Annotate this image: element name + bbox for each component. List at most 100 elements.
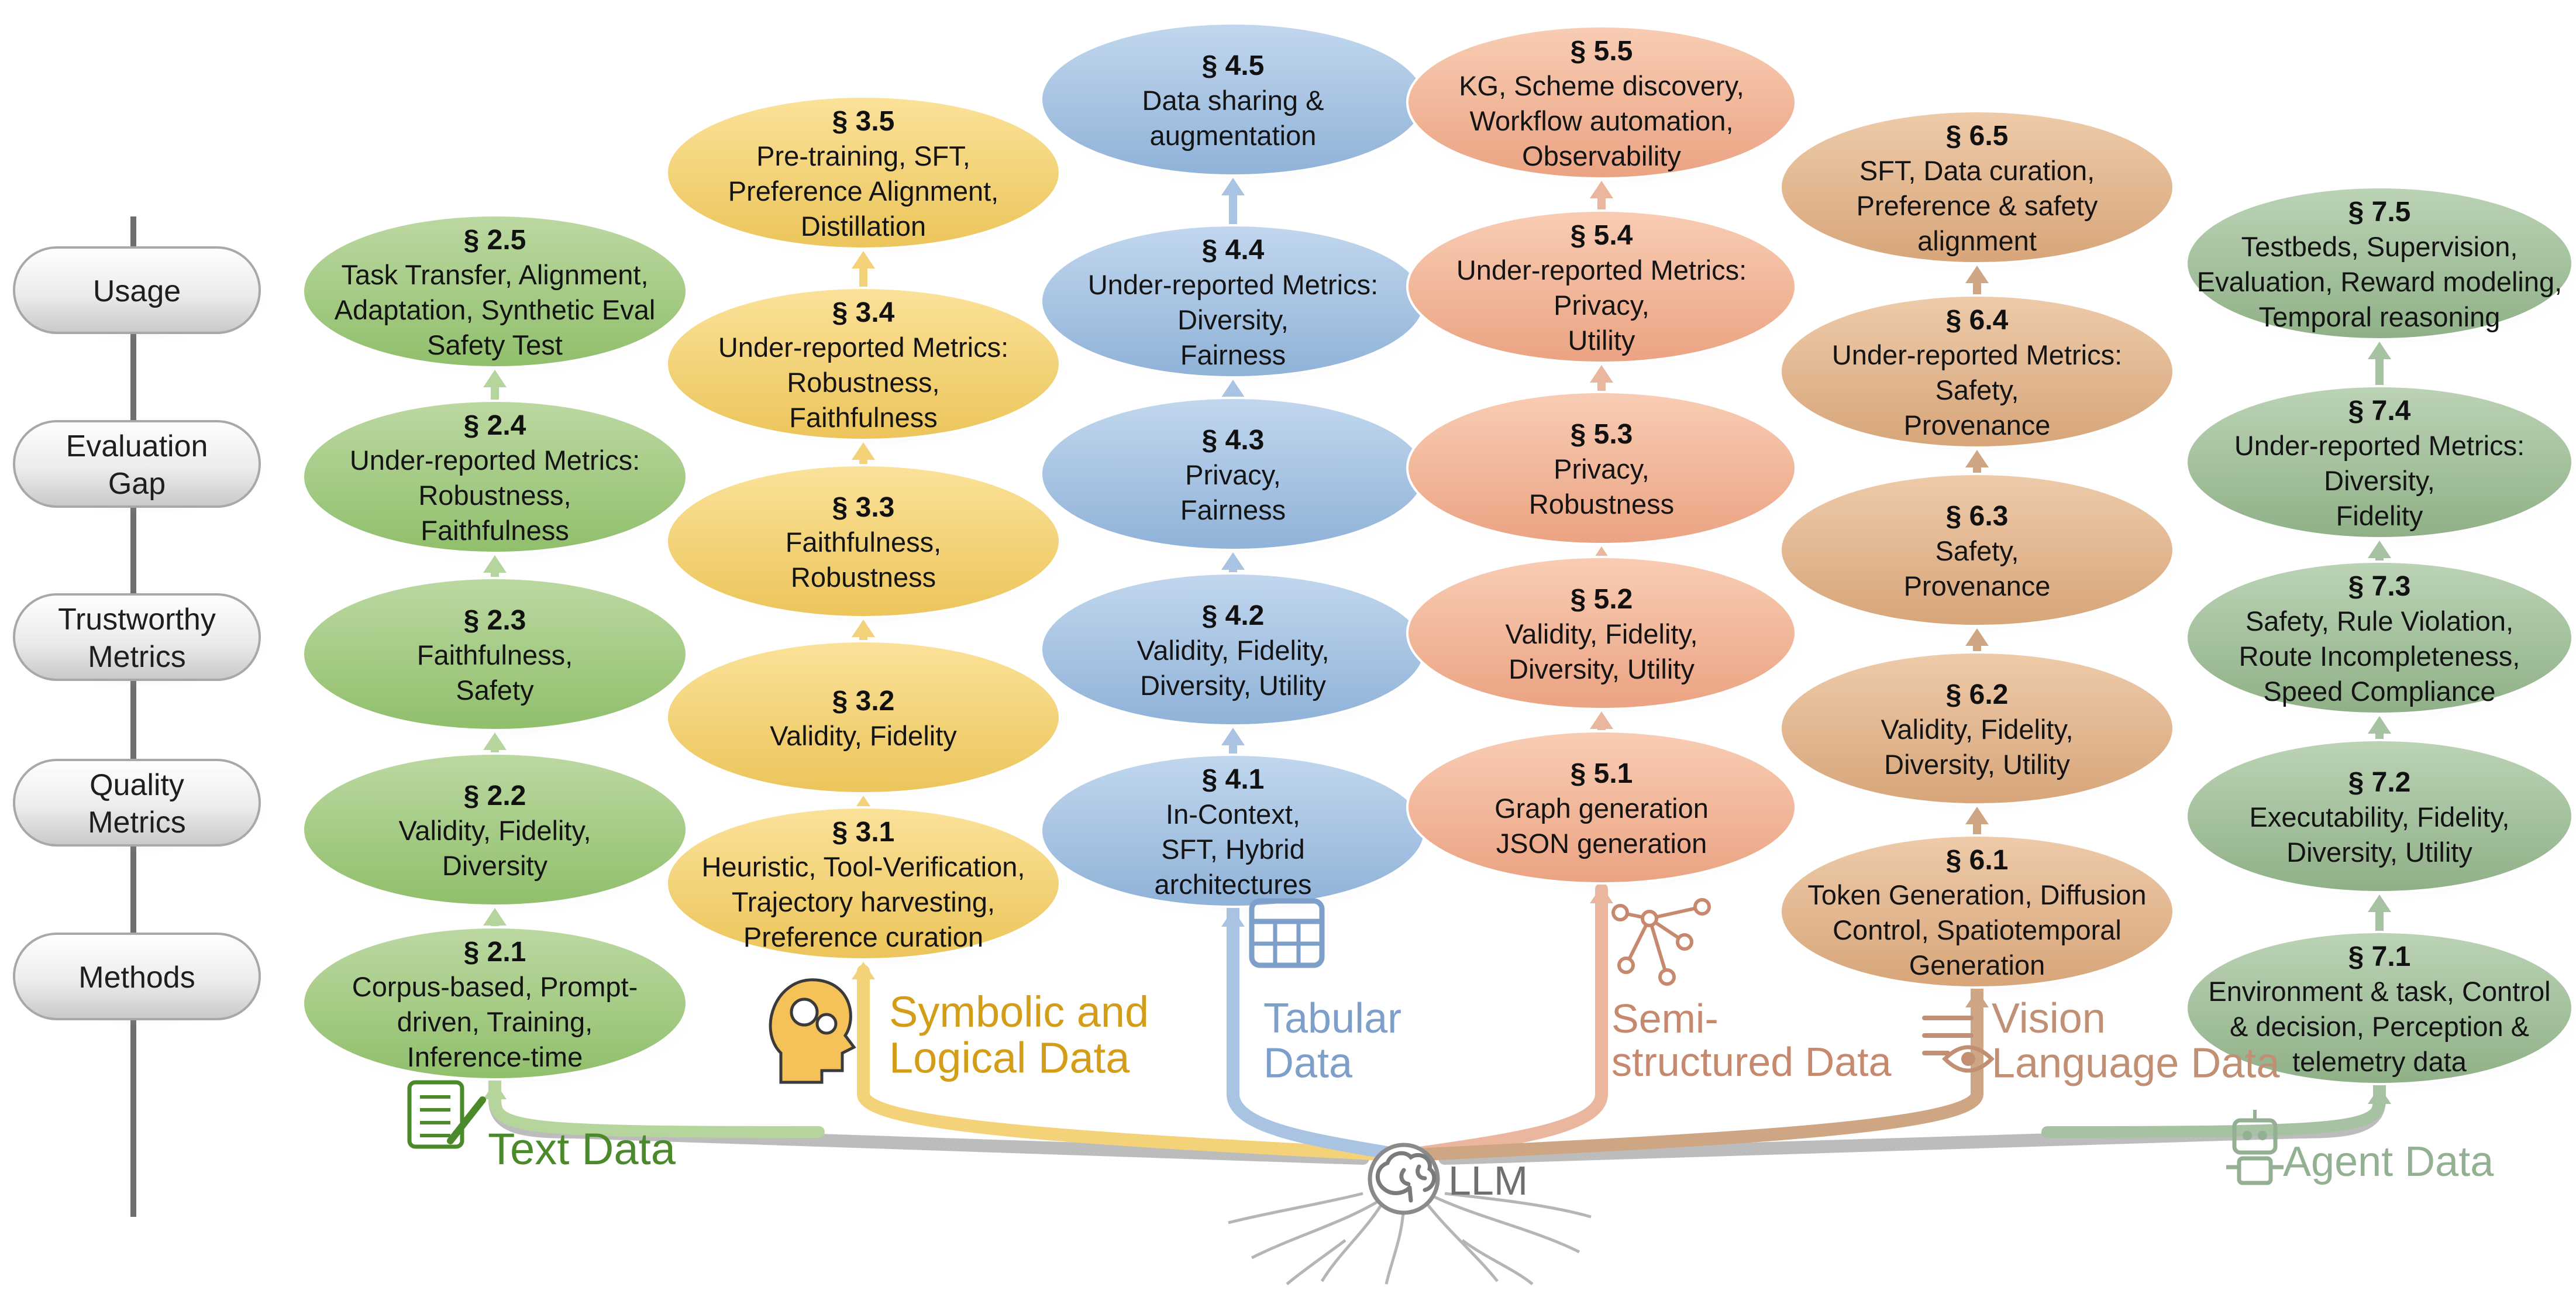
symbolic-branch-label: Symbolic and	[889, 988, 1149, 1036]
agent-branch-label: Agent Data	[2283, 1138, 2494, 1185]
flow-arrow	[1965, 807, 1989, 835]
node-ellipse	[1406, 25, 1797, 180]
node-body-line: Under-reported Metrics:	[1456, 254, 1747, 285]
llm-root: LLM	[1368, 1143, 1528, 1215]
node-ellipse	[1406, 391, 1797, 545]
node-title: § 7.1	[2348, 941, 2411, 972]
flow-arrow	[1221, 178, 1245, 225]
vision-branch-label: Language Data	[1992, 1040, 2280, 1086]
level-label: Usage	[93, 274, 181, 308]
node-body-line: Inference-time	[407, 1041, 583, 1072]
node-body-line: architectures	[1154, 869, 1311, 900]
llm-label: LLM	[1448, 1158, 1528, 1203]
level-pill-shape	[13, 933, 261, 1020]
node-body-line: Generation	[1909, 950, 2045, 981]
node-body-line: alignment	[1917, 225, 2037, 256]
level-labels: UsageEvaluationGapTrustworthyMetricsQual…	[13, 246, 267, 1027]
node-body-line: Validity, Fidelity,	[1505, 618, 1697, 649]
node-ellipse	[2185, 186, 2574, 340]
level-label: Trustworthy	[58, 603, 216, 637]
node-body-line: SFT, Data curation,	[1859, 155, 2095, 186]
node-body-line: Safety	[456, 675, 534, 706]
flow-arrow	[852, 442, 875, 465]
node-title: § 7.4	[2348, 395, 2411, 426]
node-body-line: Evaluation, Reward modeling,	[2197, 266, 2562, 297]
node-body-line: Faithfulness	[789, 402, 937, 433]
node-ellipse	[666, 640, 1061, 794]
node-title: § 4.1	[1202, 764, 1265, 795]
flow-arrow	[852, 251, 875, 288]
node-ellipse	[302, 214, 688, 369]
node-title: § 5.4	[1571, 220, 1633, 251]
node-body-line: Observability	[1522, 140, 1681, 171]
node-title: § 3.4	[832, 297, 895, 328]
node-body-line: In-Context,	[1166, 799, 1300, 830]
symbolic-branch-label: Logical Data	[889, 1033, 1130, 1082]
node-title: § 4.5	[1202, 50, 1265, 81]
tabular-branch-label: Data	[1263, 1040, 1353, 1086]
node-body-line: Privacy,	[1554, 290, 1649, 321]
node-title: § 6.3	[1946, 501, 2009, 532]
flow-arrow	[483, 555, 507, 578]
flow-arrow	[1965, 266, 1989, 295]
node-body-line: Trajectory harvesting,	[732, 886, 995, 917]
node-title: § 2.4	[464, 410, 526, 441]
node-body-line: Robustness,	[418, 480, 571, 511]
text-connector	[489, 1094, 825, 1138]
node-title: § 5.5	[1571, 36, 1633, 67]
flow-arrow	[1590, 365, 1613, 392]
node-title: § 3.5	[832, 106, 895, 137]
node-body-line: Route Incompleteness,	[2239, 641, 2520, 672]
node-ellipse	[302, 752, 688, 907]
level-label: Quality	[89, 768, 184, 802]
level-label: Metrics	[88, 640, 186, 674]
node-body-line: Task Transfer, Alignment,	[341, 259, 648, 290]
node-body-line: Faithfulness,	[417, 639, 573, 670]
node-body-line: Validity, Fidelity,	[398, 815, 591, 846]
node-body-line: Faithfulness,	[786, 527, 941, 558]
node-body-line: Diversity, Utility	[1884, 749, 2070, 780]
node-body-line: Privacy,	[1185, 459, 1281, 490]
vision-trunk	[1397, 965, 1983, 1162]
level-pill-shape	[13, 246, 261, 334]
node-title: § 6.1	[1946, 845, 2009, 876]
level-label: Methods	[78, 961, 195, 995]
node-body-line: Diversity,	[1177, 304, 1289, 335]
node-body-line: Validity, Fidelity	[770, 720, 957, 751]
flow-arrow	[2368, 895, 2391, 932]
node-body-line: Diversity, Utility	[2286, 837, 2472, 868]
node-ellipse	[1779, 834, 2175, 989]
node-ellipse	[1406, 556, 1797, 710]
scroll-pen-icon	[407, 1080, 486, 1149]
level-label: Metrics	[88, 806, 186, 840]
node-ellipse	[1406, 209, 1797, 364]
head-gears-icon	[769, 978, 856, 1084]
node-body-line: Under-reported Metrics:	[1088, 269, 1378, 300]
node-body-line: Testbeds, Supervision,	[2241, 231, 2518, 262]
node-ellipse	[2185, 385, 2574, 539]
text-branch-label: Text Data	[488, 1124, 676, 1174]
node-title: § 6.5	[1946, 121, 2009, 152]
node-body-line: Robustness	[791, 562, 936, 593]
node-body-line: Under-reported Metrics:	[718, 332, 1008, 363]
node-body-line: Distillation	[801, 211, 926, 242]
node-body-line: Safety Test	[427, 329, 563, 360]
node-ellipse	[1779, 110, 2175, 264]
node-body-line: Fairness	[1180, 339, 1286, 370]
flow-arrow	[2368, 716, 2391, 740]
